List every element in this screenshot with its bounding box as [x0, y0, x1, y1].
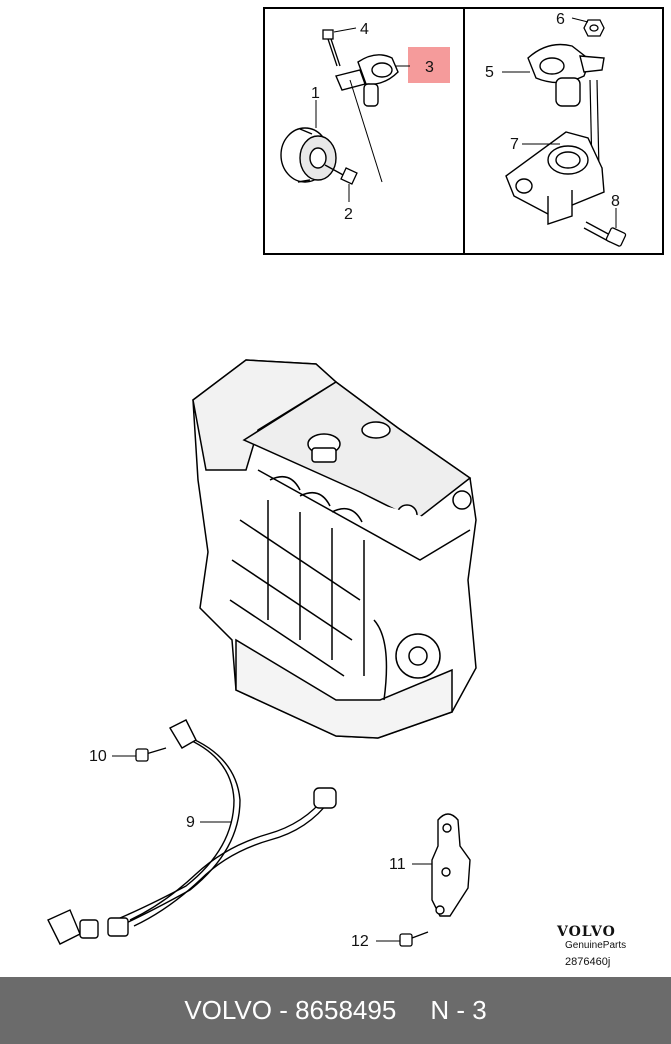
part-number-label: VOLVO - 8658495 [184, 995, 397, 1025]
volvo-logo: VOLVO [556, 924, 616, 940]
nut-icon [583, 19, 605, 37]
callout-11: 11 [389, 856, 406, 873]
callout-3: 3 [425, 59, 434, 76]
bracket-icon [431, 813, 471, 917]
callout-8: 8 [611, 193, 620, 210]
drawing-id: 2876460j [565, 956, 610, 968]
callout-6: 6 [556, 11, 565, 28]
callout-12: 12 [351, 933, 369, 950]
callout-4: 4 [360, 21, 369, 38]
bolt-icon [322, 29, 341, 67]
leader-4 [333, 27, 357, 33]
callout-9: 9 [186, 814, 195, 831]
pulley-icon [280, 127, 337, 183]
leader-6 [571, 17, 589, 23]
camshaft-sensor-icon [527, 43, 605, 107]
knock-sensor-harness-icon [47, 719, 337, 945]
bolt-icon [324, 164, 358, 185]
diag-line [349, 79, 383, 183]
callout-5: 5 [485, 64, 494, 81]
parts-diagram: 1 2 3 4 5 6 7 8 9 10 11 12 VOLVO Genuine… [47, 7, 664, 968]
sensor-bracket-icon [505, 131, 605, 225]
callout-2: 2 [344, 206, 353, 223]
callout-1: 1 [311, 85, 320, 102]
bolt-icon [135, 747, 167, 762]
callout-10: 10 [89, 748, 107, 765]
bolt-icon [399, 931, 429, 947]
genuine-parts-label: GenuineParts [565, 940, 626, 951]
highlight-box [408, 47, 450, 83]
bolt-icon [583, 221, 627, 247]
inset-box-right [463, 7, 664, 255]
footer-bar: VOLVO - 8658495 N - 3 [0, 977, 671, 1044]
camshaft-sensor-icon [335, 54, 399, 107]
section-label: N - 3 [430, 995, 487, 1025]
callout-7: 7 [510, 136, 519, 153]
engine-block-icon [192, 359, 477, 739]
